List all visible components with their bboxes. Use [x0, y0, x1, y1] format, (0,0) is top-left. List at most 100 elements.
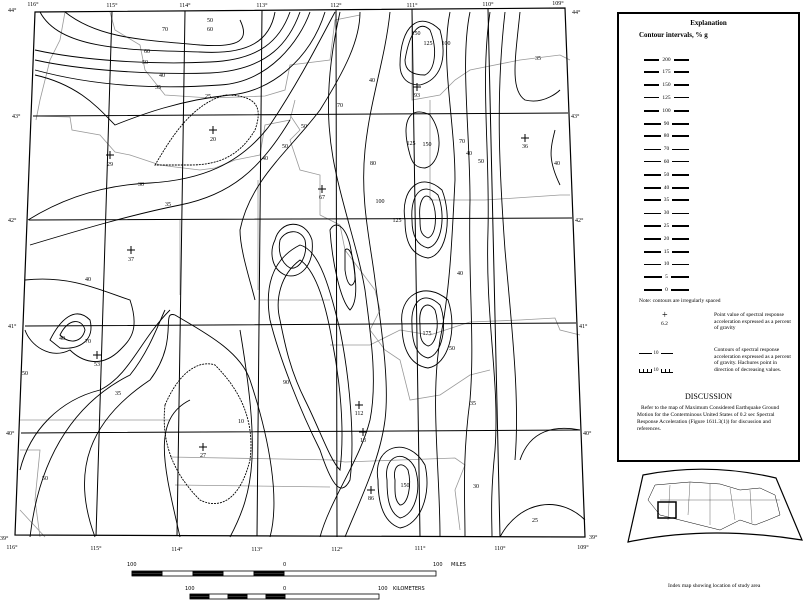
point-marker: 93 — [413, 83, 421, 99]
contour-label: 150 — [423, 142, 432, 148]
contour-label: 150 — [401, 483, 410, 489]
index-map — [627, 468, 803, 543]
contour-label: 90 — [283, 380, 289, 386]
point-marker: 20 — [209, 126, 217, 143]
point-marker: 112 — [355, 401, 363, 417]
contour-label: 30 — [473, 484, 479, 490]
point-values: 20 29 37 67 93 36 53 27 112 13 86 — [93, 83, 529, 502]
svg-text:86: 86 — [368, 496, 374, 502]
contour-label: 40 — [85, 277, 91, 283]
contour-interval-item: 50 — [644, 168, 689, 181]
contour-interval-item: 90 — [644, 117, 689, 130]
svg-text:110°: 110° — [482, 1, 494, 8]
contour-label: 70 — [162, 27, 168, 33]
contour-label: 40 — [457, 271, 463, 277]
discussion-text: Refer to the map of Maximum Considered E… — [637, 405, 780, 432]
svg-text:110°: 110° — [494, 545, 506, 552]
contour-label: 40 — [369, 78, 375, 84]
contour-interval-item: 10 — [644, 258, 689, 271]
contour-interval-item: 175 — [644, 66, 689, 79]
svg-text:111°: 111° — [407, 2, 419, 9]
contour-label-group: 50 60 70 60 50 40 35 25 30 35 40 50 40 7… — [22, 18, 560, 524]
contour-interval-item: 25 — [644, 219, 689, 232]
contour-interval-item: 80 — [644, 130, 689, 143]
point-marker: 27 — [199, 443, 207, 459]
contour-label: 60 — [144, 49, 150, 55]
svg-text:13: 13 — [360, 438, 366, 444]
contour-label: 70 — [459, 139, 465, 145]
svg-text:39°: 39° — [0, 535, 9, 542]
scale-miles-right: 100 — [433, 562, 443, 568]
svg-text:41°: 41° — [8, 323, 17, 330]
svg-text:113°: 113° — [251, 546, 263, 553]
contour-label: 10 — [238, 419, 244, 425]
svg-text:93: 93 — [414, 93, 420, 99]
point-marker: 53 — [93, 351, 101, 368]
hachure-sample: 10 — [639, 368, 673, 373]
svg-text:20: 20 — [210, 137, 216, 143]
svg-text:44°: 44° — [8, 7, 17, 14]
contour-label: 50 — [478, 159, 484, 165]
contour-label: 40 — [159, 73, 165, 79]
svg-text:37: 37 — [128, 257, 134, 263]
legend-note: Note: contours are irregularly spaced — [639, 298, 721, 304]
contour-label: 60 — [207, 27, 213, 33]
svg-text:114°: 114° — [171, 546, 183, 553]
contour-description: Contours of spectral response accelerati… — [714, 347, 791, 373]
contour-label: 35 — [535, 56, 541, 62]
contour-label: 50 — [207, 18, 213, 24]
contour-interval-item: 150 — [644, 79, 689, 92]
contour-label: 30 — [138, 182, 144, 188]
contour-label: 50 — [22, 371, 28, 377]
scale-km-left: 100 — [185, 586, 195, 592]
contour-label: 40 — [466, 151, 472, 157]
scale-miles-left: 100 — [127, 562, 137, 568]
contour-label: 100 — [376, 199, 385, 205]
contour-interval-item: 70 — [644, 143, 689, 156]
svg-text:44°: 44° — [572, 9, 581, 16]
svg-text:116°: 116° — [6, 544, 18, 551]
svg-text:40°: 40° — [6, 430, 15, 437]
scale-km-right: 100 — [378, 586, 388, 592]
contour-interval-item: 5 — [644, 271, 689, 284]
plus-icon: + — [662, 310, 668, 321]
svg-text:53: 53 — [94, 362, 100, 368]
contour-label: 175 — [423, 331, 432, 337]
contour-label: 40 — [262, 156, 268, 162]
contour-label: 50 — [301, 124, 307, 130]
longitude-labels: 116°115° 114°113° 112°111° 110°109° 116°… — [6, 0, 589, 553]
contour-label: 100 — [442, 41, 451, 47]
contour-label: 125 — [393, 218, 402, 224]
discussion-title: DISCUSSION — [684, 392, 733, 401]
contour-interval-item: 0 — [644, 283, 689, 296]
svg-text:42°: 42° — [575, 217, 584, 224]
legend-subtitle: Contour intervals, % g — [639, 31, 708, 39]
svg-text:115°: 115° — [90, 545, 102, 552]
contour-interval-item: 35 — [644, 194, 689, 207]
svg-text:111°: 111° — [415, 545, 427, 552]
contour-label: 50 — [42, 476, 48, 482]
svg-text:39°: 39° — [589, 534, 598, 541]
contour-interval-item: 125 — [644, 91, 689, 104]
contour-label: 125 — [407, 141, 416, 147]
svg-text:29: 29 — [107, 162, 113, 168]
contour-interval-item: 30 — [644, 207, 689, 220]
legend-title: Explanation — [690, 19, 727, 27]
svg-text:109°: 109° — [552, 0, 564, 7]
contour-label: 40 — [59, 336, 65, 342]
contour-label: 50 — [142, 60, 148, 66]
contour-label: 35 — [165, 202, 171, 208]
contour-interval-item: 60 — [644, 155, 689, 168]
contour-label: 35 — [155, 85, 161, 91]
point-description: Point value of spectral response acceler… — [714, 312, 791, 332]
svg-text:115°: 115° — [106, 2, 118, 9]
svg-text:113°: 113° — [256, 2, 268, 9]
svg-text:43°: 43° — [12, 113, 21, 120]
point-marker: 67 — [318, 185, 326, 201]
scale-km-zero: 0 — [283, 586, 287, 592]
contour-label: 50 — [449, 346, 455, 352]
point-sample: 6.2 — [661, 321, 668, 327]
contour-label: 35 — [115, 391, 121, 397]
